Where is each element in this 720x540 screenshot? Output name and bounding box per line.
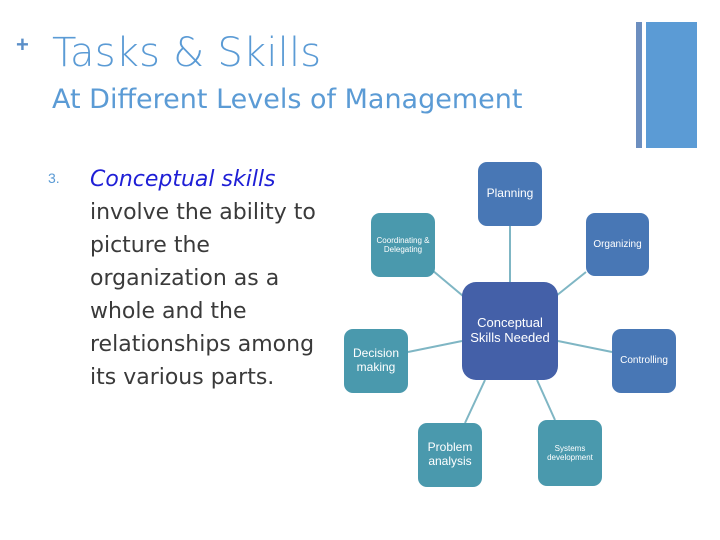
node-organizing: Organizing bbox=[586, 213, 649, 276]
decorative-bar-thin bbox=[636, 22, 642, 148]
node-controlling: Controlling bbox=[612, 329, 676, 393]
slide-title: Tasks & Skills bbox=[52, 30, 322, 76]
node-planning: Planning bbox=[478, 162, 542, 226]
connector-systems bbox=[536, 379, 556, 421]
connector-problem bbox=[464, 379, 486, 424]
connector-organizing bbox=[555, 271, 587, 297]
body-paragraph: Conceptual skills involve the ability to… bbox=[90, 163, 320, 394]
node-coordinating-delegating: Coordinating & Delegating bbox=[371, 213, 435, 277]
node-problem-analysis: Problem analysis bbox=[418, 423, 482, 487]
body-rest: involve the ability to picture the organ… bbox=[90, 200, 316, 390]
connector-decision bbox=[407, 340, 463, 353]
node-center: Conceptual Skills Needed bbox=[462, 282, 558, 380]
connector-controlling bbox=[557, 340, 613, 353]
node-systems-development: Systems development bbox=[538, 420, 602, 486]
list-number: 3. bbox=[48, 170, 60, 186]
node-decision-making: Decision making bbox=[344, 329, 408, 393]
connector-coordinating bbox=[431, 269, 464, 297]
slide-subtitle: At Different Levels of Management bbox=[52, 84, 523, 115]
body-emphasis: Conceptual skills bbox=[90, 167, 276, 192]
plus-icon: + bbox=[16, 32, 29, 57]
decorative-bar-thick bbox=[646, 22, 697, 148]
